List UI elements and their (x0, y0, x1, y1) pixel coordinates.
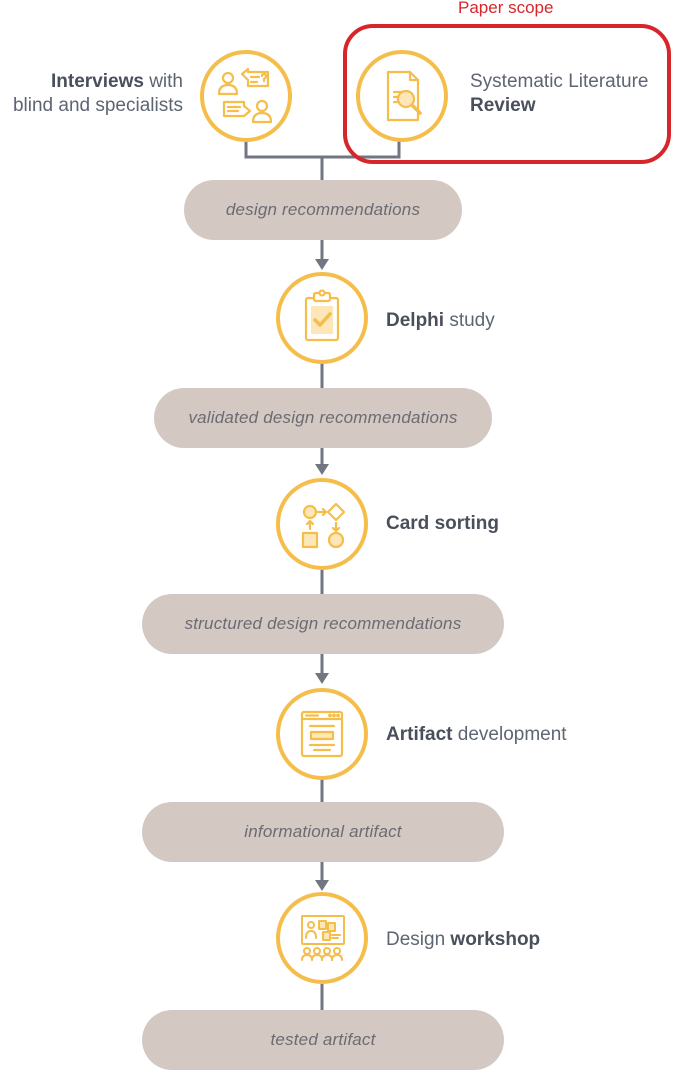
validated-recommendations-pill: validated design recommendations (154, 388, 492, 448)
paper-scope-label: Paper scope (458, 0, 554, 17)
interviews-label: Interviews with blind and specialists (12, 71, 183, 116)
clipboard-checkmark-icon (304, 289, 340, 342)
interview-speech-bubbles-icon (217, 67, 273, 124)
card-sorting-flow-icon (301, 502, 346, 549)
delphi-label: Delphi study (386, 310, 495, 331)
informational-artifact-pill: informational artifact (142, 802, 504, 862)
delphi-node (276, 272, 368, 364)
interviews-node (200, 50, 292, 142)
workshop-node (276, 892, 368, 984)
paper-scope-box (343, 24, 671, 164)
presentation-audience-icon (301, 915, 345, 961)
slr-label: Systematic Literature Review (470, 71, 649, 116)
artifact-label: Artifact development (386, 724, 567, 745)
web-page-layout-icon (300, 710, 344, 758)
artifact-node (276, 688, 368, 780)
document-magnifier-icon (386, 70, 422, 122)
card-sorting-node (276, 478, 368, 570)
slr-node (356, 50, 448, 142)
tested-artifact-pill: tested artifact (142, 1010, 504, 1070)
structured-recommendations-pill: structured design recommendations (142, 594, 504, 654)
card-sorting-label: Card sorting (386, 513, 499, 534)
workshop-label: Design workshop (386, 929, 541, 950)
design-recommendations-pill: design recommendations (184, 180, 462, 240)
